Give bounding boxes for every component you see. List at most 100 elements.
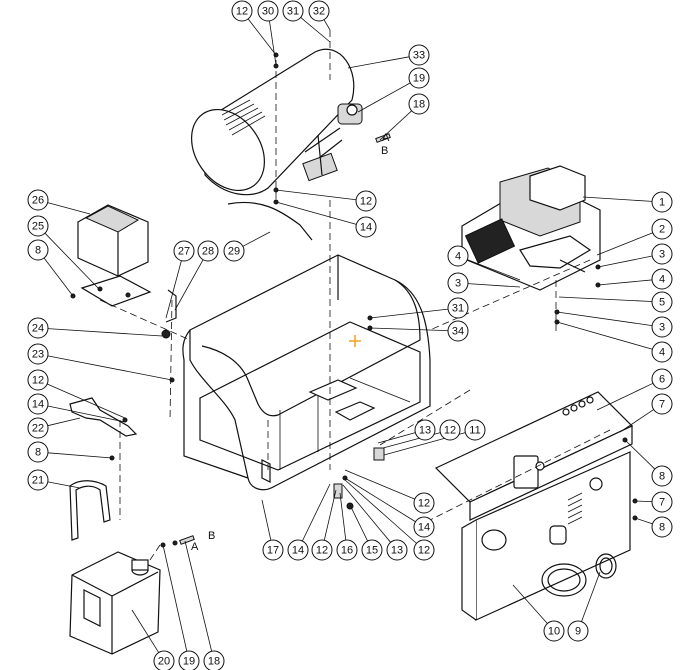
callout-c34: 34 xyxy=(447,320,469,342)
lower-fuel-tank xyxy=(69,551,161,655)
reference-letter-lb1: B xyxy=(381,145,388,157)
callout-label: 13 xyxy=(419,425,431,437)
callout-circle xyxy=(651,465,673,487)
callout-label: 4 xyxy=(659,347,665,359)
callout-label: 12 xyxy=(418,545,430,557)
callout-circle xyxy=(257,0,279,22)
callout-label: 5 xyxy=(659,297,665,309)
callout-circle xyxy=(447,245,469,267)
leader-line-c33 xyxy=(347,56,410,69)
reference-letter-la2: A xyxy=(191,541,199,553)
leader-line-c12b xyxy=(275,189,357,201)
leader-line-c1 xyxy=(582,196,653,202)
callout-label: 4 xyxy=(455,251,461,263)
callout-circle xyxy=(439,419,461,441)
callout-label: 17 xyxy=(267,545,279,557)
callout-label: 12 xyxy=(32,375,44,387)
leader-line-c9 xyxy=(581,571,601,622)
leader-line-c19b xyxy=(162,544,188,652)
callout-circle xyxy=(262,539,284,561)
callout-label: 6 xyxy=(659,374,665,386)
fuel-tank-upper xyxy=(191,48,363,196)
oval-grommet-small xyxy=(595,553,617,579)
leader-line-c27 xyxy=(165,260,182,319)
callout-label: 14 xyxy=(292,545,304,557)
callout-circle xyxy=(27,189,49,211)
callout-label: 12 xyxy=(316,545,328,557)
callout-circle xyxy=(27,239,49,261)
callout-c1: 1 xyxy=(651,191,673,213)
callout-c14a: 14 xyxy=(355,216,377,238)
leader-line-c31b xyxy=(369,308,449,319)
callout-circle xyxy=(282,0,304,22)
callout-label: 11 xyxy=(469,425,480,437)
callout-label: 8 xyxy=(35,447,41,459)
callout-c4b: 4 xyxy=(651,341,673,363)
leader-line-c10 xyxy=(512,584,548,624)
leader-line-c13b xyxy=(342,484,391,543)
leader-line-c18b xyxy=(184,540,213,652)
callout-circle xyxy=(311,539,333,561)
callout-label: 23 xyxy=(32,349,44,361)
callout-circle xyxy=(651,393,673,415)
callout-circle xyxy=(287,539,309,561)
callout-c33: 33 xyxy=(408,44,430,66)
callout-c8b: 8 xyxy=(27,441,49,463)
oval-grommet-large xyxy=(541,563,587,597)
callout-c20: 20 xyxy=(153,650,175,670)
callout-circle xyxy=(651,268,673,290)
callout-label: 26 xyxy=(32,195,44,207)
leader-line-c13a xyxy=(377,432,416,444)
callout-label: 13 xyxy=(391,545,403,557)
callout-c12f: 12 xyxy=(311,539,333,561)
callout-circle xyxy=(27,215,49,237)
grommet xyxy=(161,329,171,339)
callout-c27: 27 xyxy=(173,240,195,262)
callout-circle xyxy=(355,190,377,212)
callout-label: 1 xyxy=(659,197,665,209)
callout-label: 3 xyxy=(659,322,665,334)
callout-circle xyxy=(408,93,430,115)
callout-c3b: 3 xyxy=(651,316,673,338)
callout-circle xyxy=(27,369,49,391)
callout-circle xyxy=(223,240,245,262)
leader-line-c12f xyxy=(323,489,337,541)
leader-line-c25 xyxy=(44,232,101,291)
callout-label: 12 xyxy=(236,6,248,18)
callout-c12e: 12 xyxy=(413,492,435,514)
callout-circle xyxy=(27,469,49,491)
leader-line-c12g xyxy=(344,479,417,544)
callout-circle xyxy=(408,67,430,89)
callout-circle xyxy=(464,419,486,441)
leader-line-c4b xyxy=(556,321,653,350)
callout-label: 4 xyxy=(659,274,665,286)
callout-label: 21 xyxy=(32,475,44,487)
callout-circle xyxy=(197,240,219,262)
callout-circle xyxy=(447,320,469,342)
callout-circle xyxy=(355,216,377,238)
callout-c16: 16 xyxy=(336,539,358,561)
callout-c15: 15 xyxy=(361,539,383,561)
leader-line-c4a xyxy=(597,279,653,286)
leader-line-c22 xyxy=(47,417,81,427)
center-marker xyxy=(349,335,361,347)
reference-letter-lb2: B xyxy=(208,530,215,542)
leader-line-c7a xyxy=(619,409,654,433)
callout-c8a: 8 xyxy=(27,239,49,261)
callout-label: 25 xyxy=(32,221,44,233)
callout-c13b: 13 xyxy=(386,539,408,561)
callout-label: 14 xyxy=(418,522,430,534)
callout-c8d: 8 xyxy=(651,516,673,538)
leader-line-c29 xyxy=(242,231,271,247)
callout-circle xyxy=(567,620,589,642)
callout-label: 18 xyxy=(208,656,220,668)
callout-circle xyxy=(651,368,673,390)
leader-line-c8a xyxy=(43,257,74,297)
leader-line-c4c xyxy=(467,259,521,281)
callout-c18a: 18 xyxy=(408,93,430,115)
callout-c7a: 7 xyxy=(651,393,673,415)
callout-c12d: 12 xyxy=(439,419,461,441)
callout-circle xyxy=(543,620,565,642)
callout-c10: 10 xyxy=(543,620,565,642)
